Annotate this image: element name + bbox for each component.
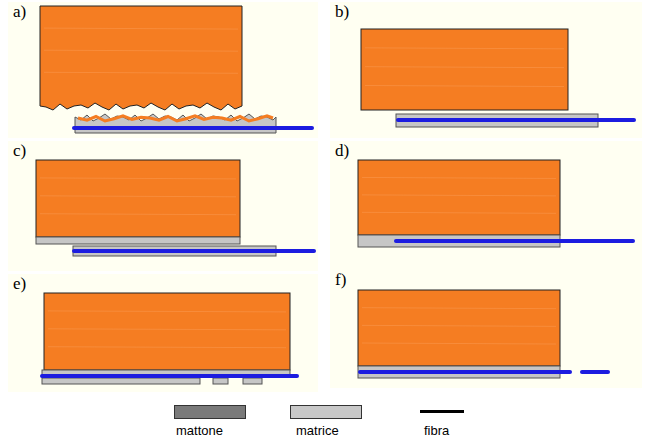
fiber (74, 126, 312, 130)
legend-swatch (174, 405, 246, 419)
brick (44, 293, 290, 370)
fiber (582, 370, 608, 374)
panel-letter: e) (13, 275, 26, 294)
brick-texture (365, 86, 564, 87)
panel-letter: c) (13, 142, 26, 161)
panel-letter: d) (335, 142, 349, 161)
brick-fragments (78, 116, 273, 121)
brick-texture (362, 308, 556, 309)
legend-label: fibra (424, 424, 449, 438)
matrix-layer (213, 378, 228, 384)
legend-label: mattone (176, 424, 223, 438)
legend-line-sample (420, 410, 464, 413)
matrix-layer (75, 114, 276, 133)
diagram-panel: a) (8, 2, 318, 138)
panel-letter: a) (13, 3, 26, 22)
matrix-layer (42, 378, 200, 384)
brick-texture (44, 72, 238, 73)
brick-texture (362, 325, 556, 326)
fiber (396, 239, 633, 243)
panel-illustration (330, 2, 642, 138)
panel-illustration (8, 274, 318, 392)
fiber (360, 370, 570, 374)
diagram-panel: e) (8, 274, 318, 392)
fiber (42, 374, 297, 378)
brick-texture (365, 48, 564, 49)
brick-texture (40, 196, 236, 197)
matrix-layer (243, 378, 262, 384)
diagram-panel: f) (330, 270, 642, 388)
diagram-panel: b) (330, 2, 642, 138)
brick (36, 160, 240, 237)
diagram-panel: c) (8, 141, 318, 271)
brick-texture (362, 177, 556, 178)
brick-texture (40, 178, 236, 179)
panel-illustration (8, 141, 318, 271)
brick (358, 160, 560, 235)
panel-letter: b) (335, 3, 349, 22)
brick-texture (362, 195, 556, 196)
brick (361, 29, 568, 110)
panel-letter: f) (335, 271, 346, 290)
brick (358, 290, 560, 366)
matrix-layer (36, 237, 240, 244)
legend-label: matrice (296, 424, 339, 438)
diagram-panel: d) (330, 141, 642, 271)
fiber (74, 249, 314, 253)
brick-texture (362, 212, 556, 213)
brick-texture (48, 311, 286, 312)
brick-texture (44, 50, 238, 51)
brick-texture (365, 67, 564, 68)
legend-swatch (290, 405, 362, 419)
fiber (398, 118, 634, 122)
brick-texture (362, 343, 556, 344)
brick-texture (48, 347, 286, 348)
brick-texture (48, 329, 286, 330)
brick-texture (40, 214, 236, 215)
panel-illustration (8, 2, 318, 138)
panel-illustration (330, 141, 642, 271)
brick-texture (44, 28, 238, 29)
brick (40, 6, 242, 110)
panel-illustration (330, 270, 642, 388)
